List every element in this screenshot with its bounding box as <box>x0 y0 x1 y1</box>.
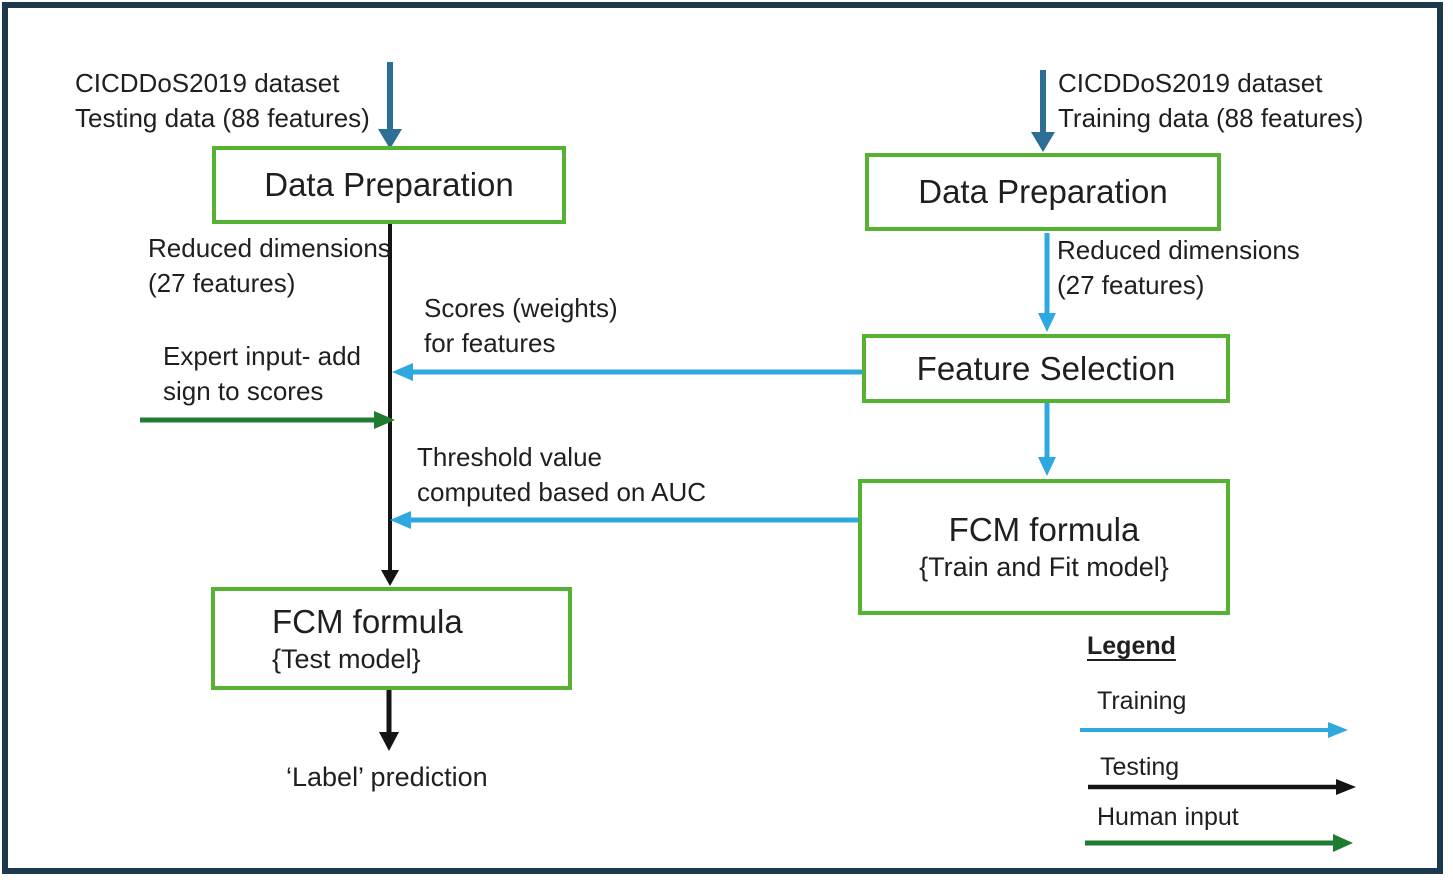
data-preparation-title-testing: Data Preparation <box>264 166 514 203</box>
reduced-dimensions-training-line1: Reduced dimensions <box>1057 235 1300 265</box>
testing-dataset-label-line1: CICDDoS2019 dataset <box>75 68 340 98</box>
reduced-dimensions-testing-line1: Reduced dimensions <box>148 233 391 263</box>
reduced-dimensions-training-line2: (27 features) <box>1057 270 1205 300</box>
scores-weights-line2: for features <box>424 328 556 358</box>
legend-item-testing: Testing <box>1100 753 1180 781</box>
feature-selection-title: Feature Selection <box>916 349 1176 387</box>
reduced-dimensions-testing-line2: (27 features) <box>148 268 296 298</box>
data-preparation-title-training: Data Preparation <box>918 173 1168 210</box>
data-preparation-box-training: Data Preparation <box>865 153 1221 231</box>
fcm-test-subtitle: {Test model} <box>272 643 421 674</box>
fcm-test-box: FCM formula {Test model} <box>211 587 572 690</box>
fcm-train-box: FCM formula {Train and Fit model} <box>858 479 1230 615</box>
scores-weights-label: Scores (weights) for features <box>424 291 618 361</box>
training-dataset-label-line2: Training data (88 features) <box>1058 103 1364 133</box>
data-preparation-box-testing: Data Preparation <box>212 146 566 224</box>
training-dataset-label: CICDDoS2019 dataset Training data (88 fe… <box>1058 66 1363 136</box>
training-dataset-label-line1: CICDDoS2019 dataset <box>1058 68 1323 98</box>
legend-item-training: Training <box>1097 687 1187 715</box>
reduced-dimensions-label-training: Reduced dimensions (27 features) <box>1057 233 1300 303</box>
legend-title: Legend <box>1087 632 1176 660</box>
fcm-test-title: FCM formula <box>272 602 463 640</box>
reduced-dimensions-label-testing: Reduced dimensions (27 features) <box>148 231 391 301</box>
testing-dataset-label: CICDDoS2019 dataset Testing data (88 fea… <box>75 66 370 136</box>
fcm-train-subtitle: {Train and Fit model} <box>919 552 1169 582</box>
fcm-train-title: FCM formula <box>948 511 1140 548</box>
feature-selection-box: Feature Selection <box>862 334 1230 403</box>
threshold-value-line2: computed based on AUC <box>417 477 707 507</box>
threshold-value-label: Threshold value computed based on AUC <box>417 440 706 510</box>
scores-weights-line1: Scores (weights) <box>424 293 618 323</box>
expert-input-line1: Expert input- add <box>163 341 362 371</box>
diagram-frame <box>2 2 1443 874</box>
testing-dataset-label-line2: Testing data (88 features) <box>75 103 370 133</box>
threshold-value-line1: Threshold value <box>417 442 602 472</box>
expert-input-line2: sign to scores <box>163 376 324 406</box>
label-prediction-text: ‘Label’ prediction <box>286 762 488 792</box>
expert-input-label: Expert input- add sign to scores <box>163 339 361 409</box>
legend-item-human-input: Human input <box>1097 803 1239 831</box>
